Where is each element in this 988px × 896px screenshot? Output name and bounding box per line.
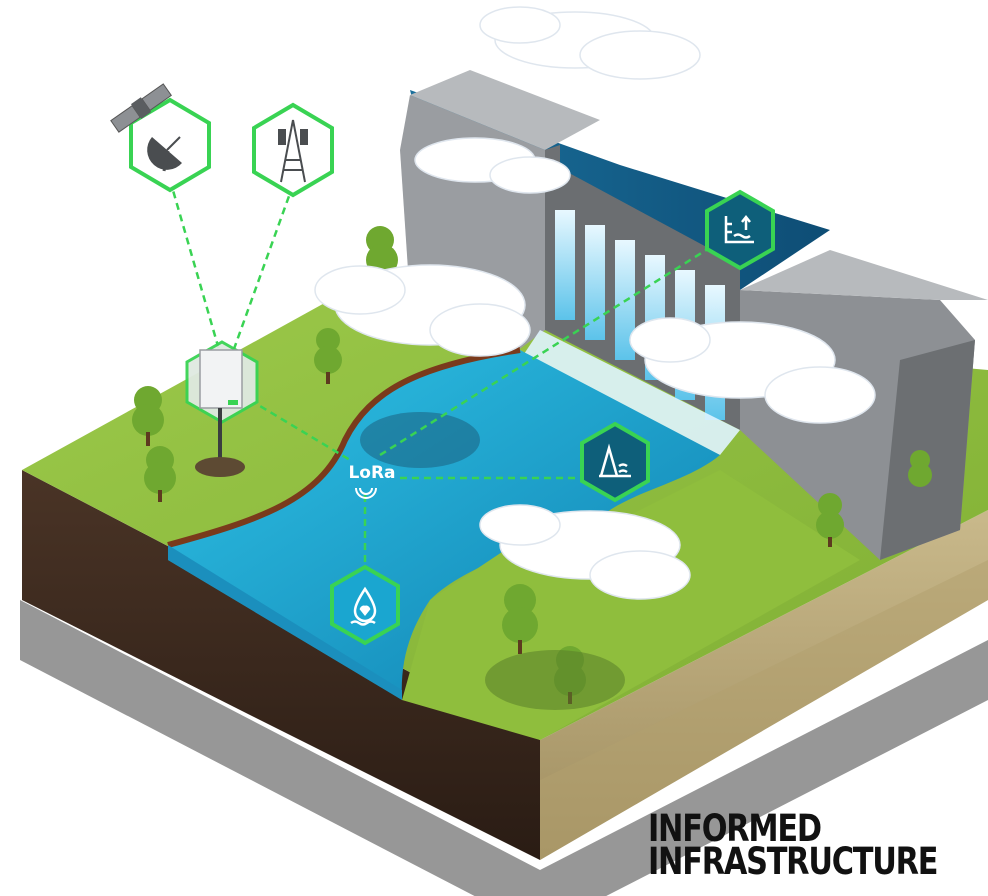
node-water-quality-sensor [330, 564, 400, 646]
water-level-gauge-icon [724, 214, 754, 244]
node-cell-tower [252, 102, 334, 198]
satellite-icon [110, 83, 172, 133]
brand-line-1: INFORMED [648, 807, 822, 850]
signal-icon [355, 487, 377, 499]
ground-shadow [20, 600, 988, 896]
node-gateway [185, 340, 259, 477]
connection-lines [168, 179, 731, 575]
cell-tower-icon [278, 119, 308, 183]
brand-logo: INFORMED INFRASTRUCTURE [648, 807, 938, 883]
brand-line-2: INFRASTRUCTURE [648, 840, 938, 883]
gateway-box-icon [195, 349, 245, 477]
node-dam-flow-sensor [580, 421, 650, 503]
dam-spillway-icon [599, 443, 631, 478]
node-water-level-sensor [705, 189, 775, 271]
soil-left-face [22, 470, 540, 860]
lora-label: LoRa [348, 463, 395, 483]
node-satellite [110, 83, 211, 193]
clouds [314, 6, 876, 600]
river [168, 350, 720, 700]
satellite-dish-icon [147, 136, 182, 172]
water-drop-icon [350, 586, 377, 626]
